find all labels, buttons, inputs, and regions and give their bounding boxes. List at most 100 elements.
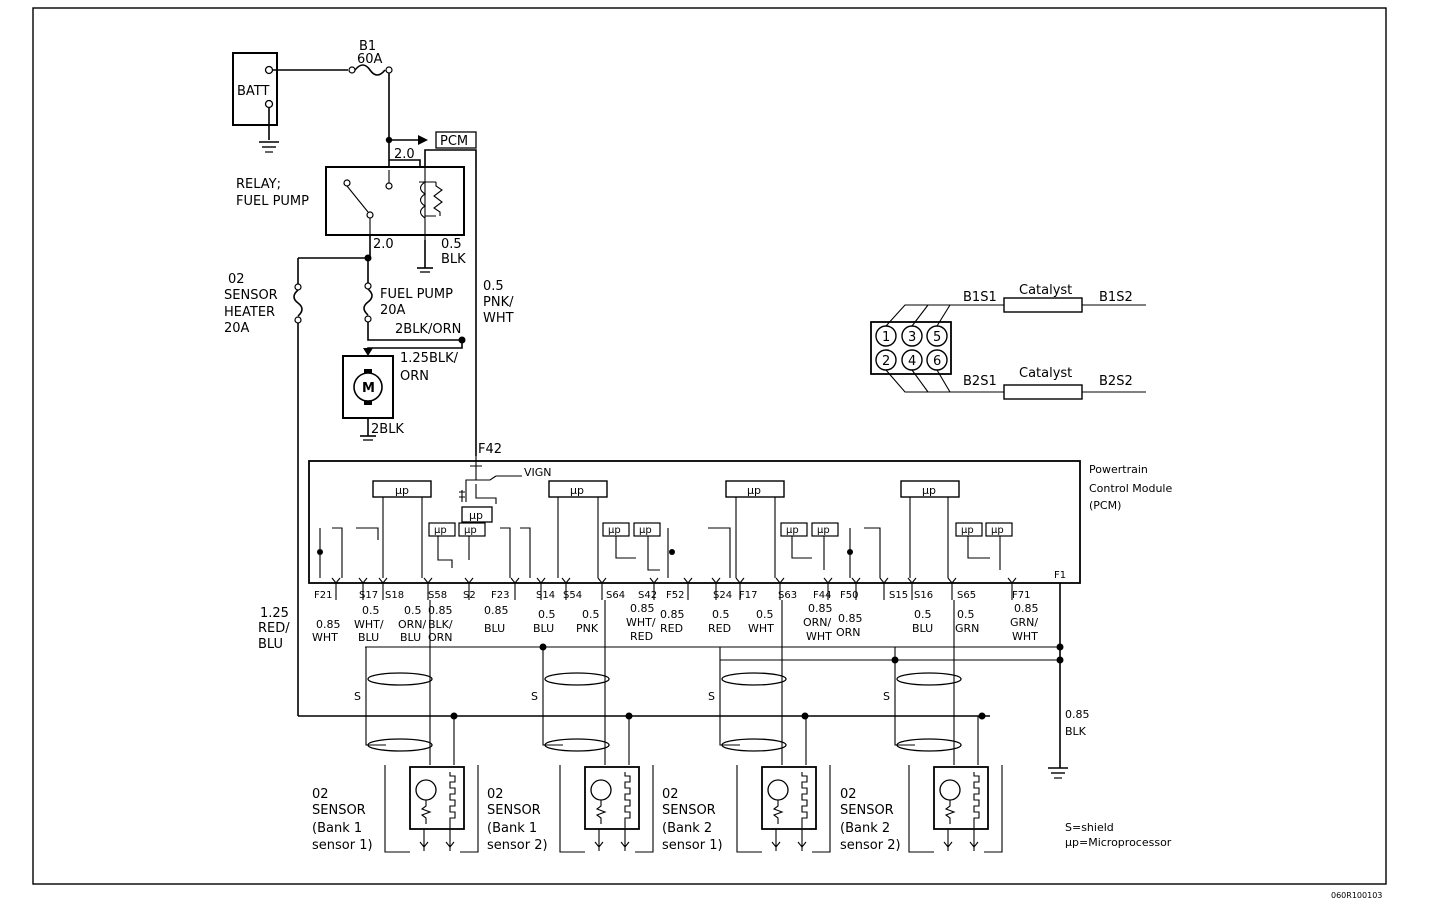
mu-label: µp: [786, 525, 799, 536]
sensor-label-line: (Bank 2: [840, 821, 890, 836]
sensor-resistor-icon: [420, 800, 432, 824]
fuel-pump-relay: RELAY; FUEL PUMP: [236, 166, 465, 240]
heater-element-icon: [801, 772, 808, 828]
shield-mark: S: [883, 690, 890, 703]
wire-w12-color-2: WHT: [806, 630, 832, 643]
shield-oval: [544, 672, 610, 686]
catalyst-bank-2: Catalyst B2S1 B2S2: [963, 366, 1146, 400]
microprocessor-small: [633, 522, 661, 537]
arrow-icon: [418, 135, 428, 145]
sensor-return-wire: [384, 765, 479, 853]
b1s1-label: B1S1: [963, 290, 997, 305]
wire-w13-size: 0.85: [838, 612, 863, 625]
microprocessor-small: [780, 522, 808, 537]
wire-w6-size: 0.5: [538, 608, 556, 621]
pin-label: S54: [563, 590, 582, 601]
cylinder-4: 4: [908, 354, 916, 369]
document-code: 060R100103: [1331, 891, 1382, 900]
o2-heater-fuse: 02 SENSOR HEATER 20A: [224, 272, 303, 716]
sensor-label-line: (Bank 1: [312, 821, 362, 836]
sensor-resistor-icon: [772, 800, 784, 824]
sensor-label-line: (Bank 2: [662, 821, 712, 836]
main-fuse-b1: B1 60A: [273, 39, 428, 145]
pcm-internal-trace: [520, 527, 531, 578]
wire-pnk-label-1: PNK/: [483, 295, 514, 310]
mu-label: µp: [395, 484, 409, 497]
sensor-element-icon: [767, 779, 789, 801]
pcm-internal-trace: [356, 527, 379, 540]
catalyst-label-1: Catalyst: [1019, 283, 1072, 298]
shield-oval: [896, 672, 962, 686]
wire-w4-color-2: ORN: [428, 631, 453, 644]
pcm-internal-trace: [332, 527, 343, 578]
pcm-tag-label: PCM: [440, 134, 468, 149]
wire-w3-color-1: ORN/: [398, 618, 427, 631]
wire-w5-color: BLU: [484, 622, 505, 635]
shield-drain: [365, 647, 386, 746]
fuse-name: B1: [359, 39, 376, 54]
wire-w7-color: PNK: [576, 622, 599, 635]
pin-label: S16: [914, 590, 933, 601]
wire-red-blu-color-2: BLU: [258, 637, 283, 652]
sensor-return-wire: [908, 765, 1003, 853]
wire-w4-size: 0.85: [428, 604, 453, 617]
wire-label-2-0-bottom: 2.0: [373, 237, 394, 252]
b2s2-label: B2S2: [1099, 374, 1133, 389]
mu-label: µp: [922, 484, 936, 497]
pin-label: F17: [739, 590, 757, 601]
fp-fuse-label-1: FUEL PUMP: [380, 287, 453, 302]
wire-w8-color-2: RED: [630, 630, 653, 643]
cylinder-5: 5: [933, 330, 941, 345]
cylinder-6: 6: [933, 354, 941, 369]
ground-wire-color: BLK: [1065, 725, 1087, 738]
wire-red-blu-color-1: RED/: [258, 621, 290, 636]
motor-symbol: M: [362, 381, 375, 396]
sensor-element-icon: [939, 779, 961, 801]
mu-label: µp: [608, 525, 621, 536]
wire-label-2-0-top: 2.0: [394, 147, 415, 162]
ground-icon: [417, 267, 433, 273]
b2s1-label: B2S1: [963, 374, 997, 389]
pin-label: S65: [957, 590, 976, 601]
sensor-return-wire: [559, 765, 654, 853]
wire-w9-size: 0.85: [660, 608, 685, 621]
pcm-internal-trace: [500, 527, 511, 578]
pcm-module: Powertrain Control Module (PCM) F1: [308, 460, 1172, 584]
sensor-resistor-icon: [944, 800, 956, 824]
connector-chevron-icon: [419, 841, 455, 848]
wire-w4-color-1: BLK/: [428, 618, 453, 631]
cylinder-1: 1: [882, 330, 890, 345]
wire-w13-color: ORN: [836, 626, 861, 639]
mu-label: µp: [639, 525, 652, 536]
sensor-element-icon: [415, 779, 437, 801]
wire-w16-color-2: WHT: [1012, 630, 1038, 643]
motor-wire-label-2: ORN: [400, 369, 429, 384]
sensor-label-line: 02: [662, 787, 679, 802]
mu-label: µp: [464, 525, 477, 536]
wire-w14-size: 0.5: [914, 608, 932, 621]
wire-w9-color: RED: [660, 622, 683, 635]
heater-element-icon: [624, 772, 631, 828]
pcm-internal-trace: [967, 536, 990, 559]
wire-w2-color-1: WHT/: [354, 618, 384, 631]
wire-pnk-size: 0.5: [483, 279, 504, 294]
sensor-label-line: SENSOR: [840, 803, 894, 818]
sensor-label-line: 02: [312, 787, 329, 802]
sensor-body: [761, 766, 817, 830]
junction-node: [801, 712, 809, 720]
motor-ground-label: 2BLK: [371, 422, 404, 437]
microprocessor-small: [458, 522, 486, 537]
pin-label: S64: [606, 590, 625, 601]
sensor-body: [584, 766, 640, 830]
o2-heater-label-4: 20A: [224, 321, 250, 336]
pcm-title-1: Powertrain: [1089, 463, 1148, 476]
sensor-label-line: sensor 2): [487, 838, 548, 853]
sensor-return-wire: [736, 765, 831, 853]
shield-drain: [719, 647, 740, 746]
cylinder-2: 2: [882, 354, 890, 369]
pcm-internal-trace: [647, 536, 660, 571]
